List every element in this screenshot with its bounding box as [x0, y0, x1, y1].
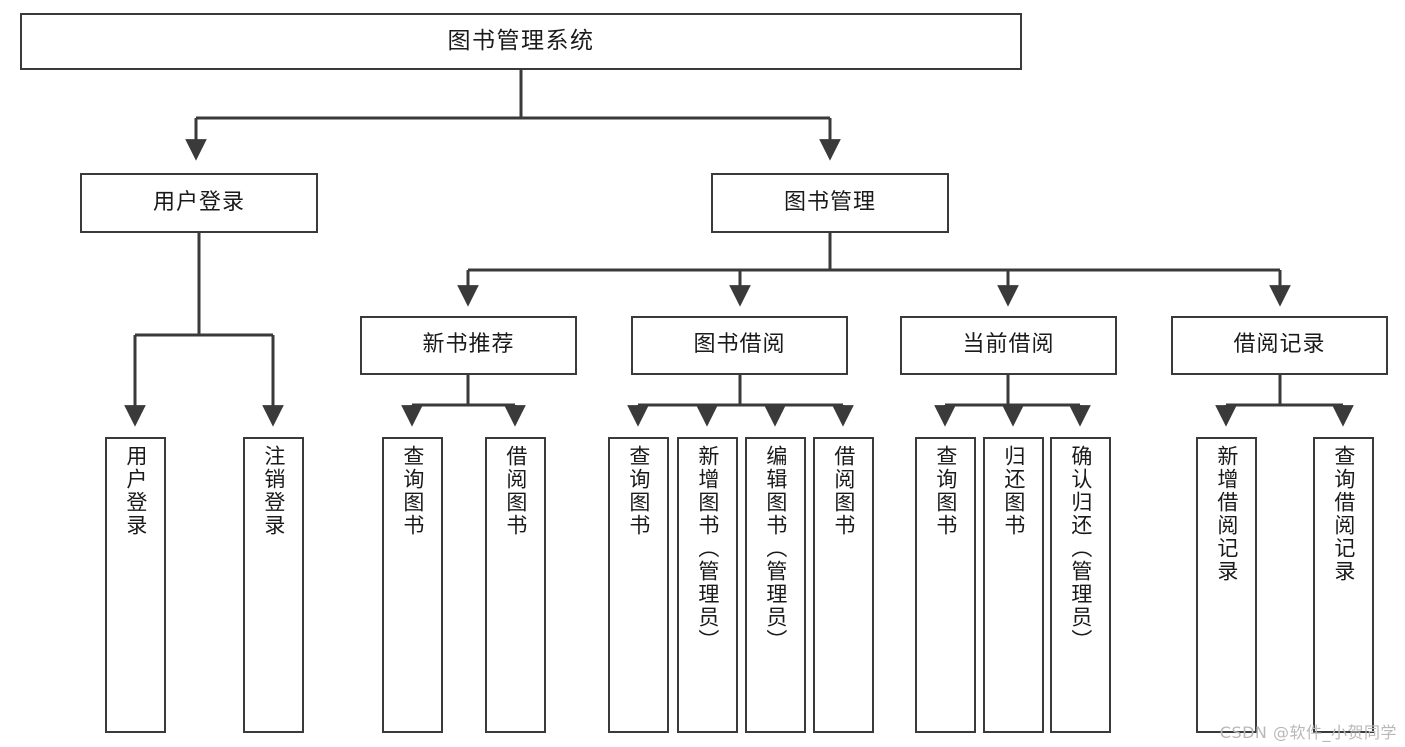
node-label: 用户登录 [123, 445, 148, 537]
node-label: 图书管理 [783, 189, 876, 215]
leaf-borrow-record-query[interactable]: 查询借阅记录 [1313, 437, 1374, 733]
node-book-borrow[interactable]: 图书借阅 [631, 316, 848, 375]
node-label: 注销登录 [261, 445, 286, 537]
node-label: 查询图书 [933, 445, 958, 537]
node-label: 借阅图书 [503, 445, 528, 537]
leaf-current-borrow-return[interactable]: 归还图书 [983, 437, 1044, 733]
node-label: 编辑图书（管理员） [763, 445, 788, 652]
node-label: 借阅图书 [831, 445, 856, 537]
node-current-borrow[interactable]: 当前借阅 [900, 316, 1117, 375]
node-label: 新书推荐 [422, 332, 515, 358]
node-label: 图书管理系统 [447, 27, 595, 54]
node-label: 确认归还（管理员） [1068, 445, 1093, 652]
leaf-book-borrow-borrow[interactable]: 借阅图书 [813, 437, 874, 733]
node-new-book-recommend[interactable]: 新书推荐 [360, 316, 577, 375]
node-label: 借阅记录 [1233, 332, 1326, 358]
leaf-new-book-borrow[interactable]: 借阅图书 [485, 437, 546, 733]
node-book-management[interactable]: 图书管理 [711, 173, 949, 233]
leaf-user-login-login[interactable]: 用户登录 [105, 437, 166, 733]
leaf-new-book-query[interactable]: 查询图书 [382, 437, 443, 733]
node-label: 查询图书 [626, 445, 651, 537]
leaf-book-borrow-edit[interactable]: 编辑图书（管理员） [745, 437, 806, 733]
leaf-book-borrow-query[interactable]: 查询图书 [608, 437, 669, 733]
node-borrow-record[interactable]: 借阅记录 [1171, 316, 1388, 375]
node-book-management-system[interactable]: 图书管理系统 [20, 13, 1022, 70]
node-label: 新增图书（管理员） [695, 445, 720, 652]
node-label: 图书借阅 [693, 332, 786, 358]
leaf-current-borrow-query[interactable]: 查询图书 [915, 437, 976, 733]
node-label: 用户登录 [152, 189, 245, 215]
leaf-current-borrow-confirm-return[interactable]: 确认归还（管理员） [1050, 437, 1111, 733]
node-label: 新增借阅记录 [1214, 445, 1239, 583]
node-label: 查询借阅记录 [1331, 445, 1356, 583]
node-user-login[interactable]: 用户登录 [80, 173, 318, 233]
node-label: 当前借阅 [962, 332, 1055, 358]
leaf-book-borrow-add[interactable]: 新增图书（管理员） [677, 437, 738, 733]
node-label: 查询图书 [400, 445, 425, 537]
leaf-borrow-record-add[interactable]: 新增借阅记录 [1196, 437, 1257, 733]
node-label: 归还图书 [1001, 445, 1026, 537]
leaf-user-login-logout[interactable]: 注销登录 [243, 437, 304, 733]
